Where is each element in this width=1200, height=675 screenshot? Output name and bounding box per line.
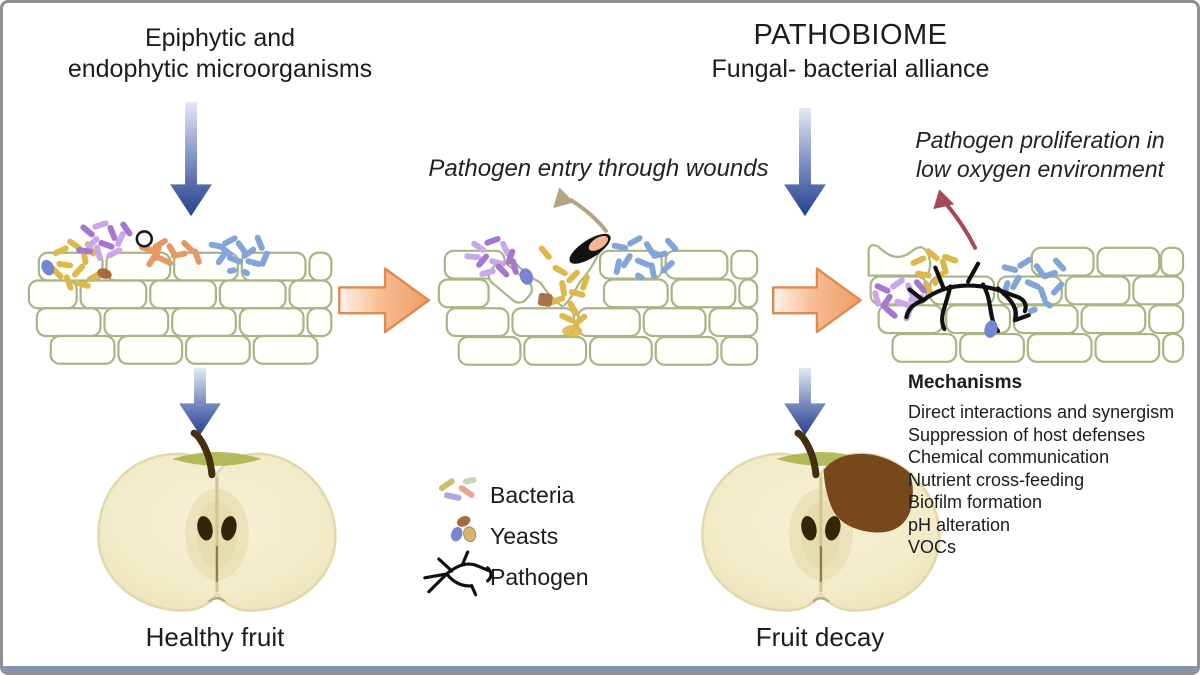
caption-healthy-fruit: Healthy fruit xyxy=(145,622,285,652)
annotation-proliferation: Pathogen proliferation in low oxygen env… xyxy=(885,126,1195,184)
mechanism-item: Direct interactions and synergism xyxy=(908,402,1175,422)
title-epiphytic-line1: Epiphytic and xyxy=(144,24,296,52)
title-pathobiome: PATHOBIOME Fungal- bacterial alliance xyxy=(658,17,1043,84)
pathogen-hyphae-icon xyxy=(904,261,1031,334)
yeasts-icon xyxy=(451,515,477,543)
yeast-cell xyxy=(41,259,55,276)
spore-outline-icon xyxy=(135,230,154,248)
mechanism-item: Biofilm formation xyxy=(908,492,1043,512)
bacteria-icon xyxy=(438,476,477,501)
title-epiphytic: Epiphytic and endophytic microorganisms xyxy=(55,23,385,85)
mechanisms-heading: Mechanisms xyxy=(908,372,1023,393)
figure-artwork xyxy=(27,102,1185,672)
down-arrow-icon xyxy=(784,367,826,436)
cell-wall-pathobiome-illustration xyxy=(867,243,1185,363)
legend-label-pathogen: Pathogen xyxy=(490,564,589,590)
down-arrow-icon xyxy=(179,367,221,436)
yeast-cell xyxy=(537,292,553,307)
title-epiphytic-line2: endophytic microorganisms xyxy=(67,55,373,83)
mechanism-item: VOCs xyxy=(908,537,957,557)
pathogen-spore-icon xyxy=(569,233,611,264)
right-arrow-icon xyxy=(771,267,862,334)
mechanism-item: Suppression of host defenses xyxy=(908,424,1146,445)
cell-wall-healthy-illustration xyxy=(27,220,333,365)
mechanism-item: Nutrient cross-feeding xyxy=(908,469,1085,490)
wound-entry-arrow-icon xyxy=(553,187,608,233)
decay-patch xyxy=(823,453,913,533)
healthy-apple-illustration xyxy=(98,433,335,610)
yeast-cell xyxy=(519,268,534,285)
caption-fruit-decay: Fruit decay xyxy=(755,622,885,652)
yeast-cell xyxy=(97,268,112,279)
proliferation-arrow-icon xyxy=(933,189,978,250)
yeast-cell xyxy=(984,320,998,338)
down-arrow-icon xyxy=(170,102,212,217)
title-pathobiome-line2: Fungal- bacterial alliance xyxy=(711,55,990,83)
title-pathobiome-line1: PATHOBIOME xyxy=(753,19,948,51)
annotation-proliferation-line1: Pathogen proliferation in xyxy=(915,127,1165,153)
mechanisms-list: Mechanisms Direct interactions and syner… xyxy=(908,372,1197,559)
decayed-apple-illustration xyxy=(702,433,939,610)
bottom-accent-bar xyxy=(3,666,1197,672)
legend-label-bacteria: Bacteria xyxy=(490,482,575,508)
annotation-wound-entry: Pathogen entry through wounds xyxy=(428,155,769,182)
pathogen-icon xyxy=(423,550,493,597)
mechanism-item: pH alteration xyxy=(908,514,1011,535)
down-arrow-icon xyxy=(784,108,826,217)
legend-label-yeasts: Yeasts xyxy=(490,523,559,549)
mechanism-item: Chemical communication xyxy=(908,447,1110,467)
right-arrow-icon xyxy=(338,267,431,334)
cell-wall-wounded-illustration xyxy=(437,233,759,366)
annotation-proliferation-line2: low oxygen environment xyxy=(915,156,1165,182)
